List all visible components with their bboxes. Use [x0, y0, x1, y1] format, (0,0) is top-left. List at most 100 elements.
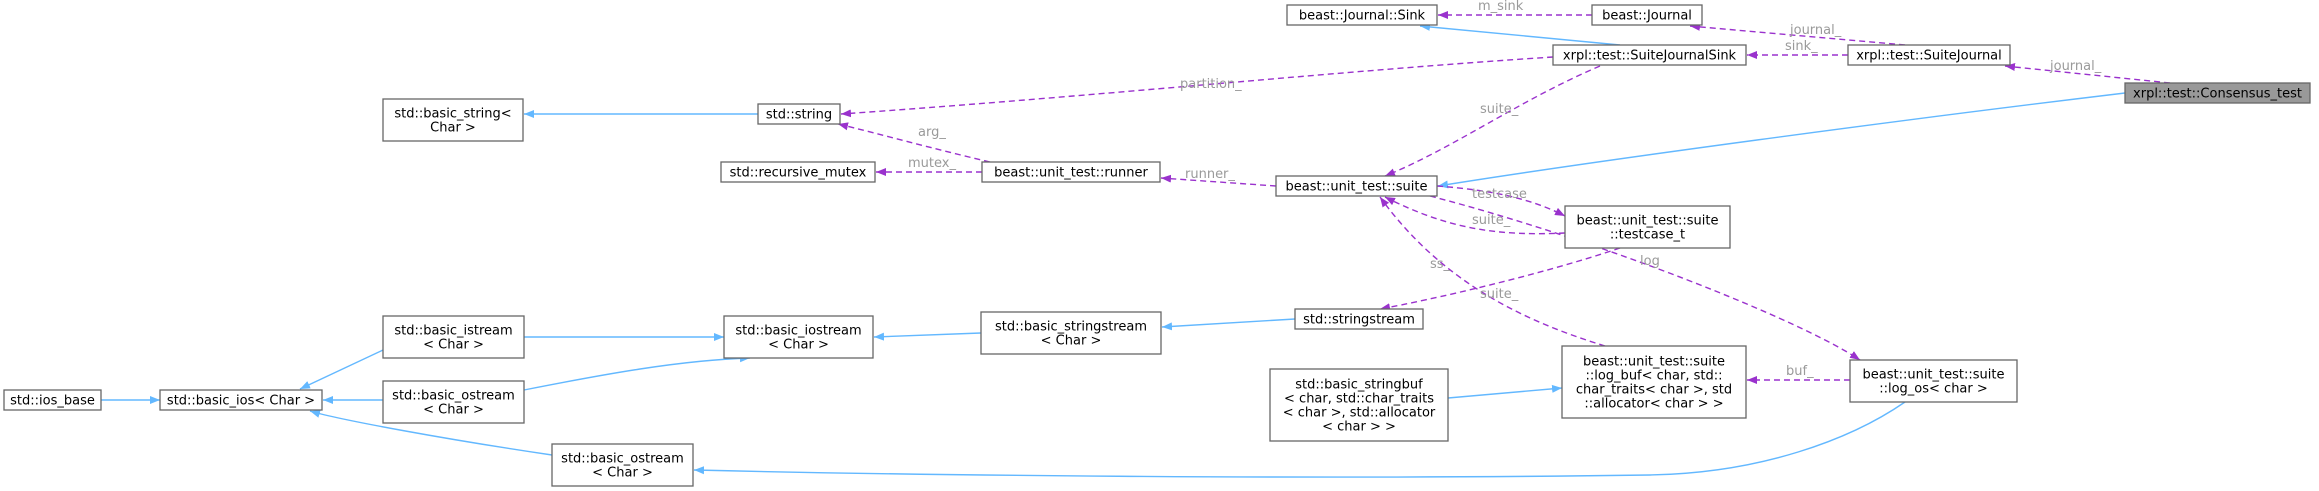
node-box [1564, 205, 1731, 249]
node-box [159, 389, 323, 411]
node-label-line: beast::unit_test::runner [994, 166, 1148, 181]
node-label-line: beast::Journal::Sink [1299, 9, 1426, 24]
edge-suite-to-testcase [1384, 196, 1566, 235]
edge-bostreamb-to-logos [693, 401, 1906, 478]
edge-suite-to-sjs [1384, 65, 1601, 177]
node-box [3, 389, 102, 411]
node-label-line: < char >, std::allocator [1283, 406, 1436, 421]
edge-label: m_sink [1478, 0, 1524, 14]
node-label-line: ::allocator< char > > [1584, 397, 1723, 412]
node-label-line: std::basic_ostream [392, 389, 515, 404]
node-label-line: < Char > [768, 338, 829, 353]
class-node-suite[interactable]: beast::unit_test::suite [1275, 175, 1438, 197]
node-label-line: beast::Journal [1602, 9, 1692, 24]
class-node-basic-ostream-a[interactable]: std::basic_ostream< Char > [382, 380, 525, 424]
class-node-ios-base[interactable]: std::ios_base [3, 389, 102, 411]
node-box [1849, 359, 2018, 403]
class-node-basic-ostream-b[interactable]: std::basic_ostream< Char > [551, 443, 694, 487]
node-label-line: std::basic_istream [394, 324, 512, 339]
edge-label: suite_ [1480, 287, 1519, 302]
class-node-basic-stringbuf[interactable]: std::basic_stringbuf< char, std::char_tr… [1269, 368, 1449, 442]
node-label-line: std::basic_ostream [561, 452, 684, 467]
node-label-line: std::string [766, 108, 832, 123]
node-label-line: std::basic_iostream [735, 324, 861, 339]
edge-sj-to-ct [2004, 63, 2171, 84]
node-box [981, 161, 1161, 183]
class-node-basic-stringstream[interactable]: std::basic_stringstream< Char > [980, 311, 1162, 355]
edge-string-to-runner [837, 122, 991, 163]
class-node-log-buf[interactable]: beast::unit_test::suite::log_buf< char, … [1561, 345, 1747, 419]
node-box [723, 315, 874, 359]
class-node-basic-istream[interactable]: std::basic_istream< Char > [382, 315, 525, 359]
edge-logos-to-suite [1429, 195, 1861, 361]
edge-bostreama-to-biostream [523, 354, 751, 391]
class-node-consensus-test[interactable]: xrpl::test::Consensus_test [2124, 82, 2311, 104]
class-node-journal[interactable]: beast::Journal [1591, 4, 1703, 26]
node-box [1275, 175, 1438, 197]
edge-label: mutex_ [908, 156, 956, 171]
edge-suite-to-ct [1437, 92, 2126, 189]
edge-bios-to-bostreamb [309, 410, 553, 456]
edge-label: sink_ [1785, 39, 1818, 54]
node-label-line: ::log_os< char > [1879, 382, 1988, 397]
edge-label: journal_ [1789, 23, 1842, 38]
class-node-log-os[interactable]: beast::unit_test::suite::log_os< char > [1849, 359, 2018, 403]
node-box [1269, 368, 1449, 442]
edge-bstringbuf-to-logbuf [1447, 384, 1563, 399]
edge-bios-to-bistream [299, 349, 384, 390]
node-label-line: beast::unit_test::suite [1583, 355, 1725, 370]
edge-label: journal_ [2049, 59, 2102, 74]
edge-journal-to-sj [1689, 22, 1906, 46]
node-label-line: beast::unit_test::suite [1863, 368, 2005, 383]
node-box [1847, 44, 2011, 66]
node-label-line: < Char > [423, 338, 484, 353]
node-label-line: std::basic_ios< Char > [167, 394, 315, 409]
class-node-recursive-mutex[interactable]: std::recursive_mutex [720, 161, 876, 183]
edge-sjs-to-sink [1419, 22, 1621, 46]
node-label-line: < Char > [592, 466, 653, 481]
class-node-testcase-t[interactable]: beast::unit_test::suite::testcase_t [1564, 205, 1731, 249]
class-node-suite-journal[interactable]: xrpl::test::SuiteJournal [1847, 44, 2011, 66]
node-box [551, 443, 694, 487]
node-box [720, 161, 876, 183]
edge-bsstream-to-sstream [1161, 318, 1296, 331]
node-box [1294, 308, 1424, 330]
node-label-line: ::log_buf< char, std:: [1585, 369, 1722, 384]
node-label-line: std::basic_stringbuf [1295, 378, 1423, 393]
node-box [2124, 82, 2311, 104]
node-label-line: std::basic_string< [394, 107, 511, 122]
edge-label: suite_ [1472, 213, 1511, 228]
node-label-line: Char > [430, 121, 476, 136]
node-label-line: std::basic_stringstream [995, 320, 1147, 335]
class-node-basic-string[interactable]: std::basic_string<Char > [382, 98, 524, 142]
edge-labels-layer: m_sinkjournal_sink_journal_partition_sui… [908, 0, 2102, 379]
node-box [1561, 345, 1747, 419]
edge-biostream-to-bsstream [873, 332, 982, 341]
edge-sstream-to-testcase [1379, 247, 1621, 312]
node-label-line: ::testcase_t [1610, 228, 1685, 243]
class-node-runner[interactable]: beast::unit_test::runner [981, 161, 1161, 183]
nodes-layer: beast::Journal::Sink beast::Journalxrpl::… [3, 4, 2311, 487]
edge-label: runner_ [1185, 167, 1235, 182]
edge-suite-to-logbuf [1379, 196, 1606, 347]
node-box [1286, 4, 1438, 26]
class-node-string[interactable]: std::string [757, 103, 841, 125]
class-node-suite-journal-sink[interactable]: xrpl::test::SuiteJournalSink [1552, 44, 1747, 66]
class-node-basic-ios[interactable]: std::basic_ios< Char > [159, 389, 323, 411]
edge-label: partition_ [1180, 77, 1242, 92]
edge-label: buf_ [1786, 364, 1814, 379]
class-node-basic-iostream[interactable]: std::basic_iostream< Char > [723, 315, 874, 359]
node-box [757, 103, 841, 125]
node-label-line: std::stringstream [1303, 313, 1415, 328]
node-label-line: xrpl::test::SuiteJournalSink [1563, 49, 1737, 64]
node-box [382, 380, 525, 424]
edge-label: log [1640, 254, 1660, 269]
class-node-journal-sink[interactable]: beast::Journal::Sink [1286, 4, 1438, 26]
class-node-stringstream[interactable]: std::stringstream [1294, 308, 1424, 330]
node-label-line: < Char > [1041, 334, 1102, 349]
node-box [1591, 4, 1703, 26]
node-label-line: std::ios_base [10, 394, 95, 409]
edge-label: suite_ [1480, 102, 1519, 117]
node-label-line: xrpl::test::SuiteJournal [1856, 49, 2002, 64]
